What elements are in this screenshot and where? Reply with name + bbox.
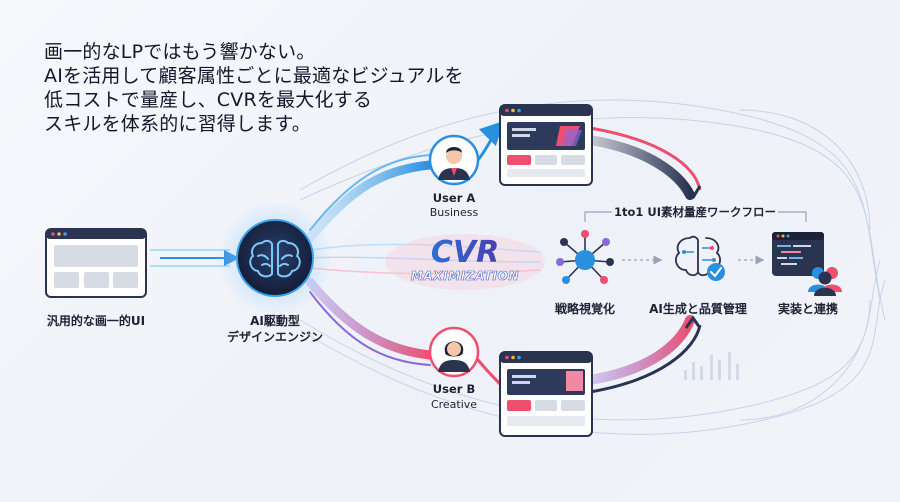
workflow-step-1-label: 戦略視覚化 bbox=[555, 301, 615, 316]
user-b-role: Creative bbox=[431, 398, 477, 411]
check-badge-icon bbox=[707, 263, 725, 281]
workflow-title: 1to1 UI素材量産ワークフロー bbox=[614, 205, 776, 219]
cvr-title: CVR bbox=[431, 235, 499, 270]
headline-line-4: スキルを体系的に習得します。 bbox=[44, 113, 311, 135]
user-b-name: User B bbox=[433, 382, 475, 396]
workflow-step-3-label: 実装と連携 bbox=[778, 301, 838, 316]
headline-line-1: 画一的なLPではもう響かない。 bbox=[44, 41, 316, 63]
stream-b-to-workflow bbox=[585, 315, 702, 394]
cvr-subtitle: MAXIMIZATION bbox=[411, 269, 519, 283]
person-icon bbox=[438, 341, 470, 372]
headline-line-2: AIを活用して顧客属性ごとに最適なビジュアルを bbox=[44, 65, 464, 87]
user-b-avatar bbox=[428, 326, 480, 378]
engine-label-line-1: AI駆動型 bbox=[250, 313, 300, 328]
code-users-icon bbox=[772, 232, 842, 296]
users-icon bbox=[808, 267, 842, 296]
network-icon bbox=[556, 230, 614, 284]
headline: 画一的なLPではもう響かない。 AIを活用して顧客属性ごとに最適なビジュアルを … bbox=[44, 40, 464, 136]
brain-check-icon bbox=[675, 235, 725, 281]
brain-icon bbox=[249, 239, 301, 278]
background-streams bbox=[299, 99, 886, 435]
lp-window-a bbox=[499, 104, 593, 186]
headline-line-3: 低コストで量産し、CVRを最大化する bbox=[44, 89, 373, 111]
decorative-bars bbox=[684, 352, 739, 380]
user-a-name: User A bbox=[433, 191, 476, 205]
engine-label-line-2: デザインエンジン bbox=[227, 329, 323, 344]
generic-ui-label: 汎用的な画一的UI bbox=[47, 313, 145, 328]
ai-engine bbox=[217, 200, 333, 316]
user-a-role: Business bbox=[430, 206, 479, 219]
user-a-avatar bbox=[428, 134, 480, 186]
cvr-badge: CVR MAXIMIZATION bbox=[385, 234, 545, 290]
lp-window-b bbox=[499, 351, 593, 437]
workflow-step-2-label: AI生成と品質管理 bbox=[649, 301, 747, 316]
person-icon bbox=[438, 147, 470, 180]
split-streams bbox=[305, 120, 541, 386]
generic-ui-window bbox=[45, 228, 147, 298]
workflow-bracket bbox=[584, 211, 807, 222]
stream-a-to-workflow bbox=[585, 126, 702, 200]
